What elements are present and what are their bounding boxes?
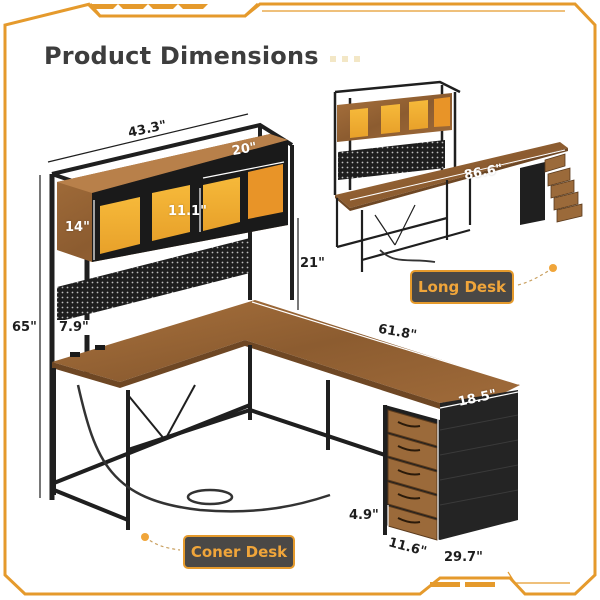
title-decoration [330, 56, 360, 62]
dimension-hutch-clearance: 21" [300, 256, 325, 271]
dimension-cabinet-height-inner: 11.1" [168, 204, 207, 219]
long-desk [333, 80, 583, 272]
dimension-desk-height: 29.7" [444, 550, 483, 565]
page-title: Product Dimensions [44, 42, 319, 70]
dimension-total-height: 65" [12, 320, 37, 335]
long-desk-tag: Long Desk [410, 270, 514, 304]
dimension-cabinet-height-outer: 14" [65, 220, 90, 235]
dimension-drawer-height: 4.9" [349, 508, 379, 523]
coner-desk-tag: Coner Desk [183, 535, 295, 569]
corner-desk [49, 122, 520, 541]
dimension-pegboard-height: 7.9" [57, 320, 91, 335]
